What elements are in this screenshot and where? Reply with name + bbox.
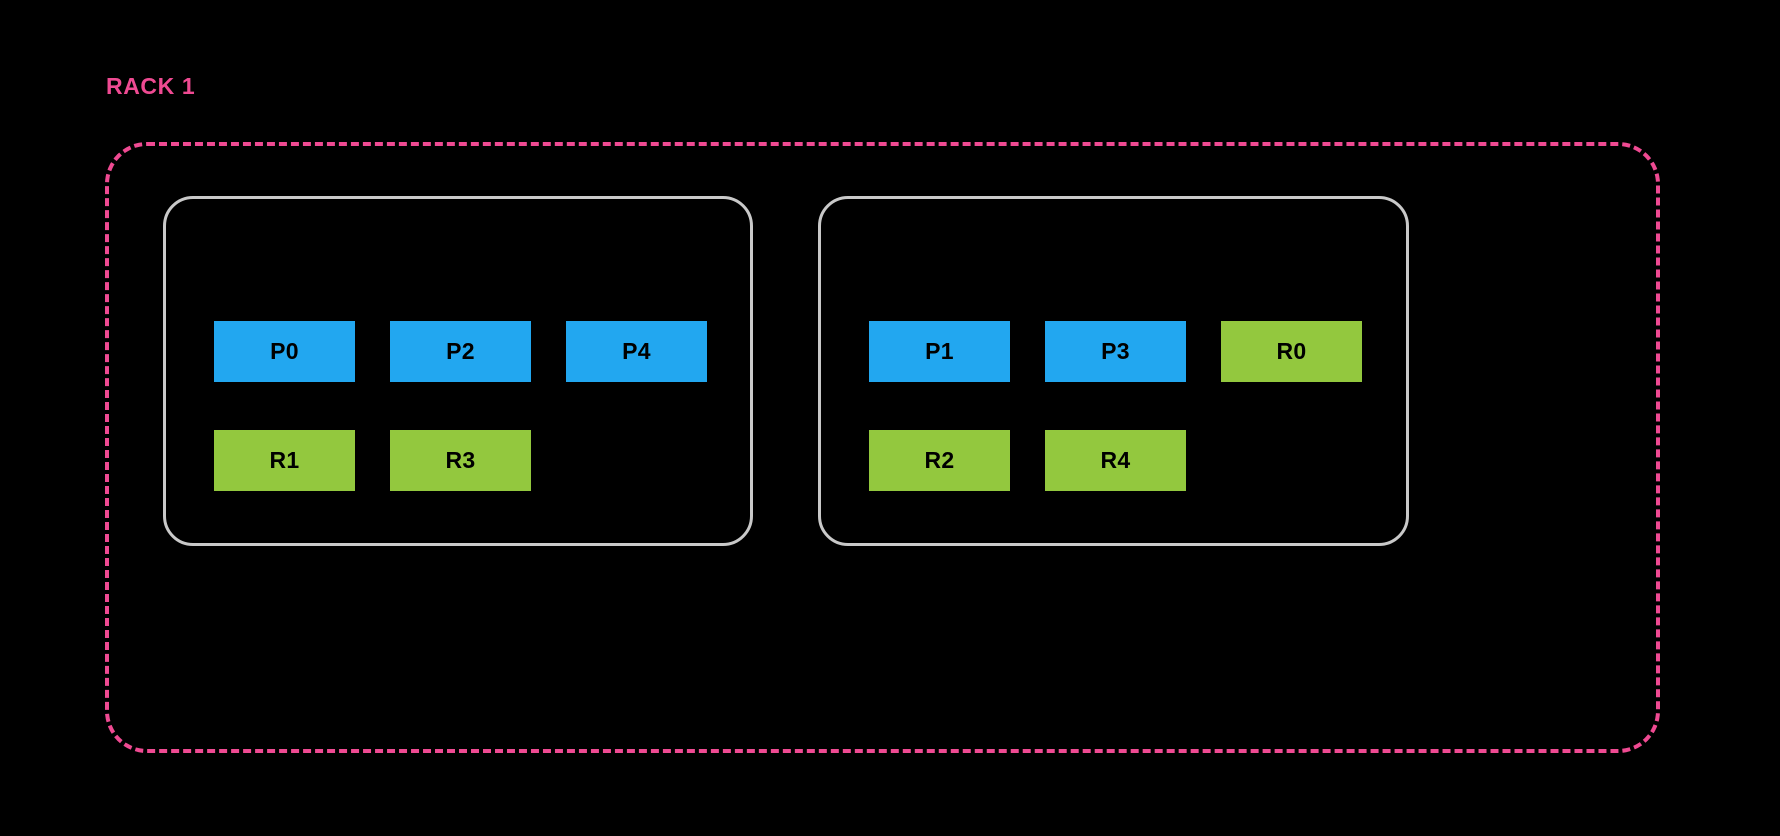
node-cell-r0[interactable]: R0 [1221, 321, 1362, 382]
replica-row: R2 R4 [869, 430, 1406, 491]
node-cell-p4[interactable]: P4 [566, 321, 707, 382]
node-cell-p2[interactable]: P2 [390, 321, 531, 382]
primary-row: P1 P3 R0 [869, 321, 1406, 382]
replica-row: R1 R3 [214, 430, 750, 491]
rack-boundary-dashed [105, 142, 1660, 753]
node-cell-rows: P1 P3 R0 R2 R4 [869, 321, 1406, 491]
node-cell-rows: P0 P2 P4 R1 R3 [214, 321, 750, 491]
rack-title-label: RACK 1 [106, 73, 196, 99]
node-cell-r4[interactable]: R4 [1045, 430, 1186, 491]
node-cell-p0[interactable]: P0 [214, 321, 355, 382]
node-cell-r2[interactable]: R2 [869, 430, 1010, 491]
node-group-right: P1 P3 R0 R2 R4 [818, 196, 1409, 546]
node-cell-p3[interactable]: P3 [1045, 321, 1186, 382]
node-cell-r3[interactable]: R3 [390, 430, 531, 491]
node-cell-p1[interactable]: P1 [869, 321, 1010, 382]
node-cell-r1[interactable]: R1 [214, 430, 355, 491]
primary-row: P0 P2 P4 [214, 321, 750, 382]
node-group-left: P0 P2 P4 R1 R3 [163, 196, 753, 546]
